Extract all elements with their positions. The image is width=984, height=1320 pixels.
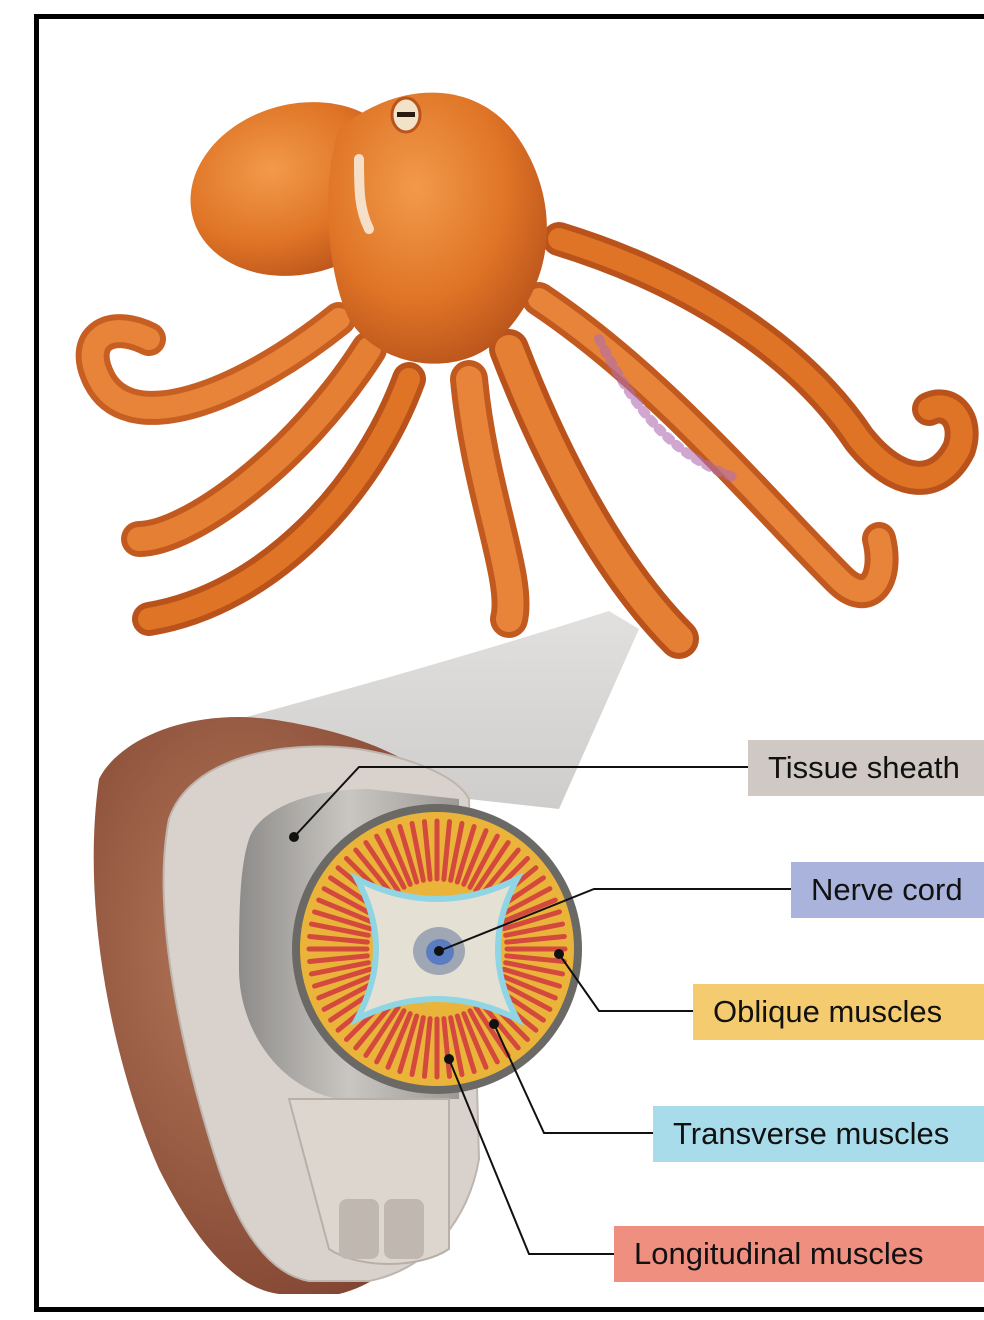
- label-transverse-muscles: Transverse muscles: [653, 1106, 984, 1162]
- octopus-body: [171, 78, 547, 363]
- label-nerve-cord: Nerve cord: [791, 862, 984, 918]
- label-oblique-muscles: Oblique muscles: [693, 984, 984, 1040]
- figure-frame: Tissue sheath Nerve cord Oblique muscles…: [34, 14, 984, 1312]
- arm-cross-section: [94, 717, 582, 1294]
- label-tissue-sheath: Tissue sheath: [748, 740, 984, 796]
- label-longitudinal-muscles: Longitudinal muscles: [614, 1226, 984, 1282]
